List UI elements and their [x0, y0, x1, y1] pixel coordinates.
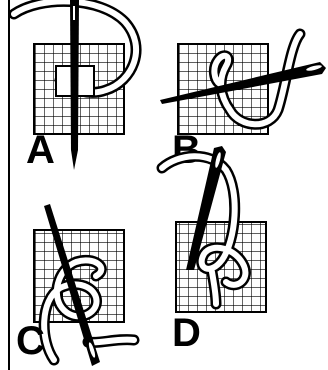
panel-c: C — [16, 204, 134, 366]
panel-b: B — [160, 34, 326, 172]
panel-letter-d: D — [172, 311, 201, 355]
panel-letter-c: C — [16, 319, 45, 363]
panel-d: D — [162, 146, 266, 355]
panel-letter-a: A — [26, 128, 55, 172]
panel-a: A — [14, 0, 136, 172]
needle-a — [70, 0, 79, 170]
panel-letter-b: B — [172, 128, 201, 172]
